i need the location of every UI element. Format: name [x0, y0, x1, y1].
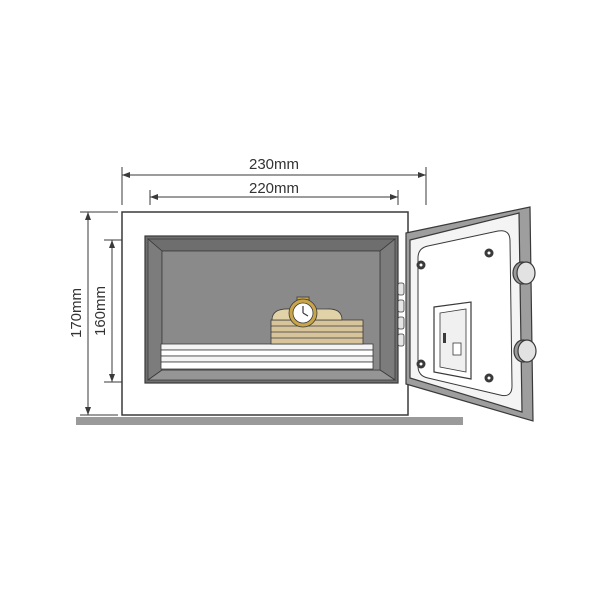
screw-slot [419, 362, 423, 366]
arrow-left-outer [122, 172, 130, 178]
knob-top [516, 261, 536, 285]
keypad-face [439, 308, 467, 373]
screw-slot [487, 376, 491, 380]
arrow-left-inner [150, 194, 158, 200]
watch-minute-hand [302, 312, 309, 317]
hinge [397, 299, 405, 313]
paper-sheet [160, 355, 374, 363]
screw-slot [419, 263, 423, 267]
arrow-bottom-inner [109, 374, 115, 382]
inner-width-label: 220mm [249, 180, 299, 197]
inner-height-label: 160mm [92, 286, 109, 336]
arrow-right-inner [390, 194, 398, 200]
paper-sheet [160, 349, 374, 357]
keypad-indicator [443, 333, 446, 343]
floor-base [76, 417, 463, 425]
arrow-top-inner [109, 240, 115, 248]
screw-slot [487, 251, 491, 255]
width-dimensions [121, 167, 427, 205]
paper-sheet [160, 361, 374, 370]
keypad-slot [452, 342, 462, 356]
door-hinges [397, 282, 405, 347]
door-knob-icon [512, 261, 537, 363]
interior-top-wall [146, 238, 397, 252]
safe-body [121, 211, 409, 416]
safe-door [405, 206, 537, 422]
hinge [397, 282, 405, 296]
outer-height-label: 170mm [68, 288, 85, 338]
hinge [397, 316, 405, 330]
interior-floor [146, 369, 397, 381]
electronic-keypad-icon [433, 301, 472, 380]
interior-left-wall [147, 238, 163, 381]
arrow-right-outer [418, 172, 426, 178]
arrow-top-outer [85, 212, 91, 220]
paper-sheet [160, 343, 374, 351]
arrow-bottom-outer [85, 407, 91, 415]
interior-right-wall [379, 238, 396, 381]
knob-bottom [517, 339, 537, 363]
wooden-box [270, 319, 364, 345]
paper-stack-icon [160, 343, 374, 370]
outer-width-label: 230mm [249, 156, 299, 173]
hinge [397, 333, 405, 347]
wristwatch-icon [271, 296, 343, 328]
